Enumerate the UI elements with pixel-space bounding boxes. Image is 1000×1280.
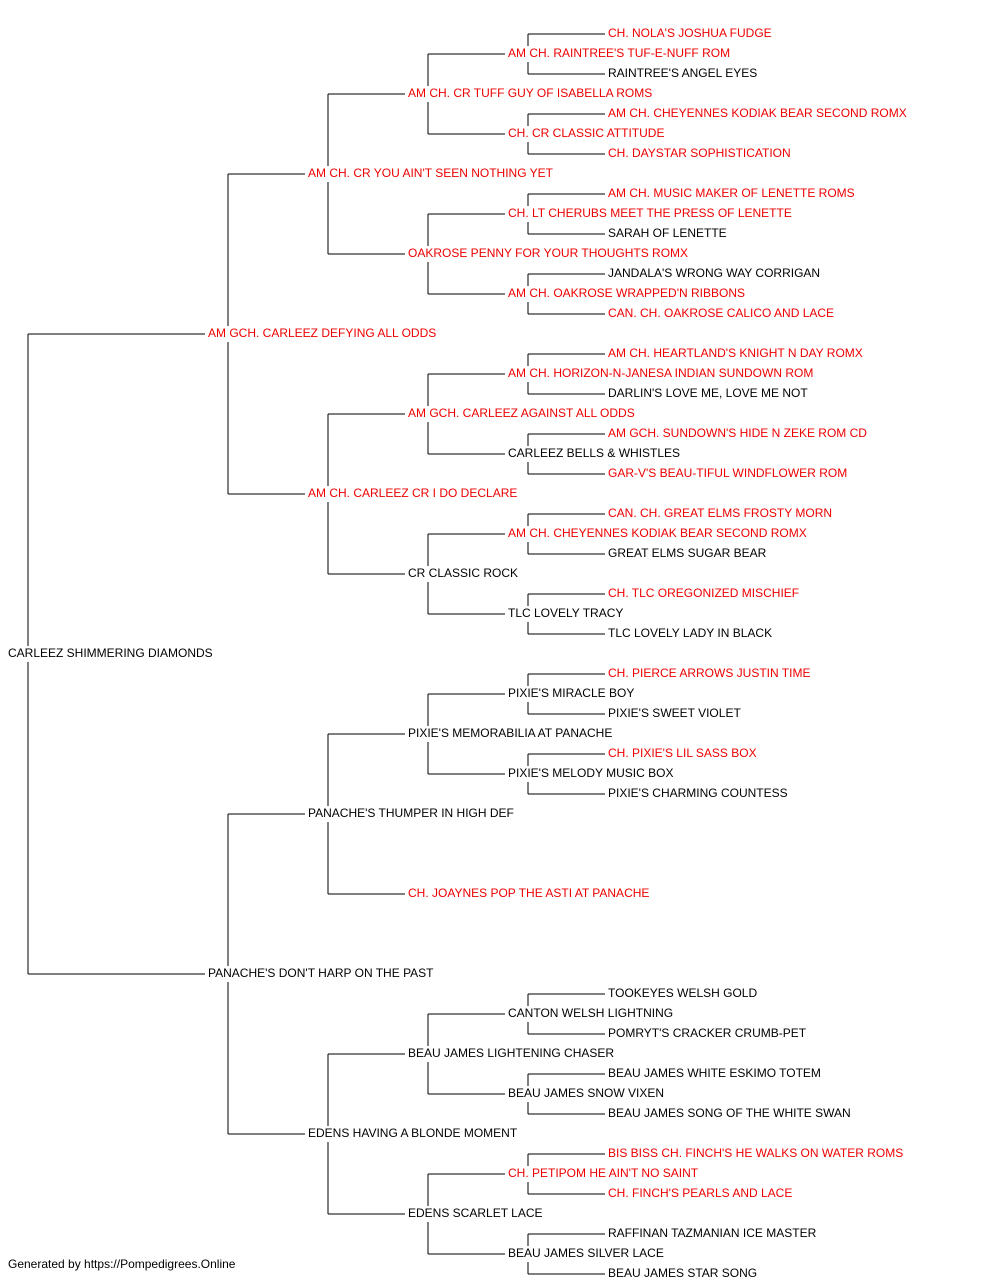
ancestor-name-gen-4: AM CH. HORIZON-N-JANESA INDIAN SUNDOWN R… bbox=[508, 366, 813, 380]
ancestor-name-gen-4: CARLEEZ BELLS & WHISTLES bbox=[508, 446, 680, 460]
footer-credit: Generated by https://Pompedigrees.Online bbox=[8, 1257, 236, 1271]
ancestor-name-gen-2: PANACHE'S THUMPER IN HIGH DEF bbox=[308, 806, 514, 820]
ancestor-name-gen-5: AM CH. HEARTLAND'S KNIGHT N DAY ROMX bbox=[608, 346, 863, 360]
ancestor-name-gen-4: AM CH. CHEYENNES KODIAK BEAR SECOND ROMX bbox=[508, 526, 807, 540]
ancestor-name-gen-4: PIXIE'S MELODY MUSIC BOX bbox=[508, 766, 673, 780]
ancestor-name-gen-1: AM GCH. CARLEEZ DEFYING ALL ODDS bbox=[208, 326, 436, 340]
ancestor-name-gen-5: CAN. CH. OAKROSE CALICO AND LACE bbox=[608, 306, 834, 320]
ancestor-name-gen-3: PIXIE'S MEMORABILIA AT PANACHE bbox=[408, 726, 612, 740]
ancestor-name-gen-4: CH. CR CLASSIC ATTITUDE bbox=[508, 126, 664, 140]
ancestor-name-gen-5: RAFFINAN TAZMANIAN ICE MASTER bbox=[608, 1226, 817, 1240]
ancestor-name-gen-5: BEAU JAMES WHITE ESKIMO TOTEM bbox=[608, 1066, 821, 1080]
ancestor-name-gen-5: CH. FINCH'S PEARLS AND LACE bbox=[608, 1186, 792, 1200]
ancestor-name-gen-5: BIS BISS CH. FINCH'S HE WALKS ON WATER R… bbox=[608, 1146, 903, 1160]
ancestor-name-gen-5: PIXIE'S SWEET VIOLET bbox=[608, 706, 741, 720]
ancestor-name-gen-1: PANACHE'S DON'T HARP ON THE PAST bbox=[208, 966, 434, 980]
ancestor-name-gen-5: CAN. CH. GREAT ELMS FROSTY MORN bbox=[608, 506, 832, 520]
ancestor-name-gen-5: BEAU JAMES SONG OF THE WHITE SWAN bbox=[608, 1106, 851, 1120]
ancestor-name-gen-5: RAINTREE'S ANGEL EYES bbox=[608, 66, 757, 80]
ancestor-name-gen-3: AM GCH. CARLEEZ AGAINST ALL ODDS bbox=[408, 406, 635, 420]
ancestor-name-gen-5: CH. TLC OREGONIZED MISCHIEF bbox=[608, 586, 799, 600]
ancestor-name-gen-3: AM CH. CR TUFF GUY OF ISABELLA ROMS bbox=[408, 86, 652, 100]
ancestor-name-gen-3: CH. JOAYNES POP THE ASTI AT PANACHE bbox=[408, 886, 649, 900]
ancestor-name-gen-5: DARLIN'S LOVE ME, LOVE ME NOT bbox=[608, 386, 808, 400]
ancestor-name-gen-5: CH. PIXIE'S LIL SASS BOX bbox=[608, 746, 757, 760]
ancestor-name-gen-5: TLC LOVELY LADY IN BLACK bbox=[608, 626, 772, 640]
ancestor-name-gen-5: BEAU JAMES STAR SONG bbox=[608, 1266, 757, 1280]
ancestor-name-gen-2: AM CH. CR YOU AIN'T SEEN NOTHING YET bbox=[308, 166, 554, 180]
ancestor-name-gen-4: TLC LOVELY TRACY bbox=[508, 606, 623, 620]
ancestor-name-gen-5: CH. PIERCE ARROWS JUSTIN TIME bbox=[608, 666, 810, 680]
ancestor-name-gen-4: AM CH. RAINTREE'S TUF-E-NUFF ROM bbox=[508, 46, 730, 60]
ancestor-name-gen-5: AM CH. CHEYENNES KODIAK BEAR SECOND ROMX bbox=[608, 106, 907, 120]
ancestor-name-gen-4: CH. LT CHERUBS MEET THE PRESS OF LENETTE bbox=[508, 206, 792, 220]
ancestor-name-gen-3: CR CLASSIC ROCK bbox=[408, 566, 518, 580]
ancestor-name-gen-4: BEAU JAMES SNOW VIXEN bbox=[508, 1086, 664, 1100]
ancestor-name-gen-4: CH. PETIPOM HE AIN'T NO SAINT bbox=[508, 1166, 699, 1180]
ancestor-name-gen-3: BEAU JAMES LIGHTENING CHASER bbox=[408, 1046, 614, 1060]
ancestor-name-gen-4: BEAU JAMES SILVER LACE bbox=[508, 1246, 664, 1260]
ancestor-name-gen-2: EDENS HAVING A BLONDE MOMENT bbox=[308, 1126, 518, 1140]
ancestor-name-gen-4: CANTON WELSH LIGHTNING bbox=[508, 1006, 673, 1020]
ancestor-name-gen-5: TOOKEYES WELSH GOLD bbox=[608, 986, 757, 1000]
ancestor-name-gen-5: AM CH. MUSIC MAKER OF LENETTE ROMS bbox=[608, 186, 855, 200]
ancestor-name-gen-5: SARAH OF LENETTE bbox=[608, 226, 727, 240]
ancestor-name-gen-4: AM CH. OAKROSE WRAPPED'N RIBBONS bbox=[508, 286, 745, 300]
ancestor-name-gen-5: AM GCH. SUNDOWN'S HIDE N ZEKE ROM CD bbox=[608, 426, 867, 440]
ancestor-name-gen-2: AM CH. CARLEEZ CR I DO DECLARE bbox=[308, 486, 517, 500]
ancestor-name-gen-5: CH. DAYSTAR SOPHISTICATION bbox=[608, 146, 791, 160]
ancestor-name-gen-5: POMRYT'S CRACKER CRUMB-PET bbox=[608, 1026, 807, 1040]
subject-dog-name: CARLEEZ SHIMMERING DIAMONDS bbox=[8, 646, 213, 660]
ancestor-name-gen-5: GREAT ELMS SUGAR BEAR bbox=[608, 546, 767, 560]
ancestor-name-gen-5: CH. NOLA'S JOSHUA FUDGE bbox=[608, 26, 772, 40]
ancestor-name-gen-4: PIXIE'S MIRACLE BOY bbox=[508, 686, 634, 700]
ancestor-name-gen-5: GAR-V'S BEAU-TIFUL WINDFLOWER ROM bbox=[608, 466, 847, 480]
ancestor-name-gen-3: EDENS SCARLET LACE bbox=[408, 1206, 543, 1220]
ancestor-name-gen-3: OAKROSE PENNY FOR YOUR THOUGHTS ROMX bbox=[408, 246, 688, 260]
ancestor-name-gen-5: JANDALA'S WRONG WAY CORRIGAN bbox=[608, 266, 820, 280]
ancestor-name-gen-5: PIXIE'S CHARMING COUNTESS bbox=[608, 786, 788, 800]
